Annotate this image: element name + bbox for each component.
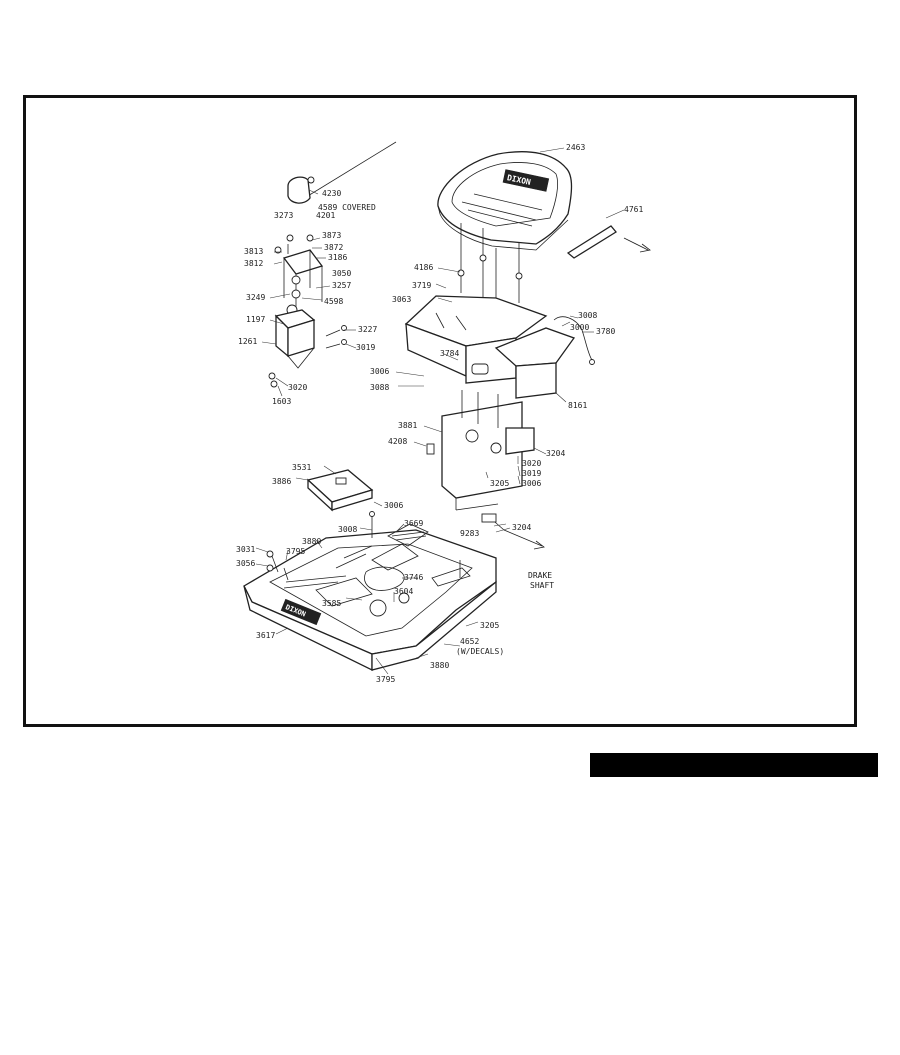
exploded-parts-diagram: DIXON — [236, 141, 651, 684]
callout-3780: 3780 — [596, 327, 615, 336]
callout-3746: 3746 — [404, 573, 423, 582]
seat-mounting-studs — [457, 223, 523, 308]
seat-assembly: DIXON — [437, 151, 573, 251]
floor-pan: DIXON — [243, 511, 497, 672]
callout-2463: 2463 — [566, 143, 585, 152]
callout-3872: 3872 — [324, 243, 343, 252]
callout-4589: 4589 COVERED — [318, 203, 376, 212]
callout-1197: 1197 — [246, 315, 265, 324]
callout-3784: 3784 — [440, 349, 459, 358]
callout-3063: 3063 — [392, 295, 411, 304]
callout-3019a: 3019 — [356, 343, 375, 352]
callout-3008a: 3008 — [578, 311, 597, 320]
callout-4201: 4201 — [316, 211, 335, 220]
callout-3019b: 3019 — [522, 469, 541, 478]
callout-3249: 3249 — [246, 293, 265, 302]
callout-3006c: 3006 — [384, 501, 403, 510]
black-title-bar — [590, 753, 878, 777]
callout-4208: 4208 — [388, 437, 407, 446]
callout-3006b: 3006 — [522, 479, 541, 488]
seat-logo: DIXON — [502, 169, 550, 192]
callout-1261: 1261 — [238, 337, 257, 346]
callout-3008b: 3008 — [338, 525, 357, 534]
callout-3669: 3669 — [404, 519, 423, 528]
bracket-3204 — [461, 390, 535, 455]
callout-drake: DRAKE — [528, 571, 552, 580]
throttle-cable-4230 — [287, 141, 397, 204]
callout-3227: 3227 — [358, 325, 377, 334]
callout-3886: 3886 — [272, 477, 291, 486]
callout-4186: 4186 — [414, 263, 433, 272]
callout-4652: 4652 — [460, 637, 479, 646]
callout-4652-decals: (W/DECALS) — [456, 647, 504, 656]
rod-9283 — [481, 513, 545, 550]
callout-3812: 3812 — [244, 259, 263, 268]
callout-1603: 1603 — [272, 397, 291, 406]
callout-3273: 3273 — [274, 211, 293, 220]
callout-3719: 3719 — [412, 281, 431, 290]
pedal-housing-1261 — [274, 309, 316, 369]
cable-3780 — [553, 316, 593, 361]
foot-pad-3531 — [306, 469, 374, 512]
callout-3205a: 3205 — [490, 479, 509, 488]
callout-3204b: 3204 — [512, 523, 531, 532]
callout-4761: 4761 — [624, 205, 643, 214]
callout-3795a: 3795 — [286, 547, 305, 556]
callout-4230: 4230 — [322, 189, 341, 198]
callout-3020a: 3020 — [288, 383, 307, 392]
callout-4598: 4598 — [324, 297, 343, 306]
callout-3813: 3813 — [244, 247, 263, 256]
callout-3531: 3531 — [292, 463, 311, 472]
callout-3088: 3088 — [370, 383, 389, 392]
callout-3186: 3186 — [328, 253, 347, 262]
lever-4761 — [566, 225, 651, 259]
console-assembly — [404, 295, 576, 399]
callout-labels: 2463 4761 4230 4589 COVERED 3273 4201 38… — [236, 143, 643, 684]
callout-3050: 3050 — [332, 269, 351, 278]
callout-3617: 3617 — [256, 631, 275, 640]
callout-3873: 3873 — [322, 231, 341, 240]
callout-shaft: SHAFT — [530, 581, 554, 590]
leader-lines — [255, 147, 625, 675]
callout-3795b: 3795 — [376, 675, 395, 684]
callout-3880a: 3880 — [302, 537, 321, 546]
callout-3204a: 3204 — [546, 449, 565, 458]
callout-3257: 3257 — [332, 281, 351, 290]
clip-4208 — [426, 443, 435, 455]
callout-3880b: 3880 — [430, 661, 449, 670]
callout-8161: 8161 — [568, 401, 587, 410]
mounting-plate — [441, 401, 523, 511]
diagram-frame: DIXON — [23, 95, 857, 727]
callout-3604: 3604 — [394, 587, 413, 596]
linkage-bracket — [282, 249, 324, 316]
linkage-hardware — [268, 234, 347, 388]
callout-3205b: 3205 — [480, 621, 499, 630]
callout-3020b: 3020 — [522, 459, 541, 468]
callout-9283: 9283 — [460, 529, 479, 538]
callout-3585: 3585 — [322, 599, 341, 608]
cable-end — [589, 359, 595, 365]
callout-3056: 3056 — [236, 559, 255, 568]
callout-3881: 3881 — [398, 421, 417, 430]
callout-3006a: 3006 — [370, 367, 389, 376]
callout-3031: 3031 — [236, 545, 255, 554]
callout-3000: 3000 — [570, 323, 589, 332]
